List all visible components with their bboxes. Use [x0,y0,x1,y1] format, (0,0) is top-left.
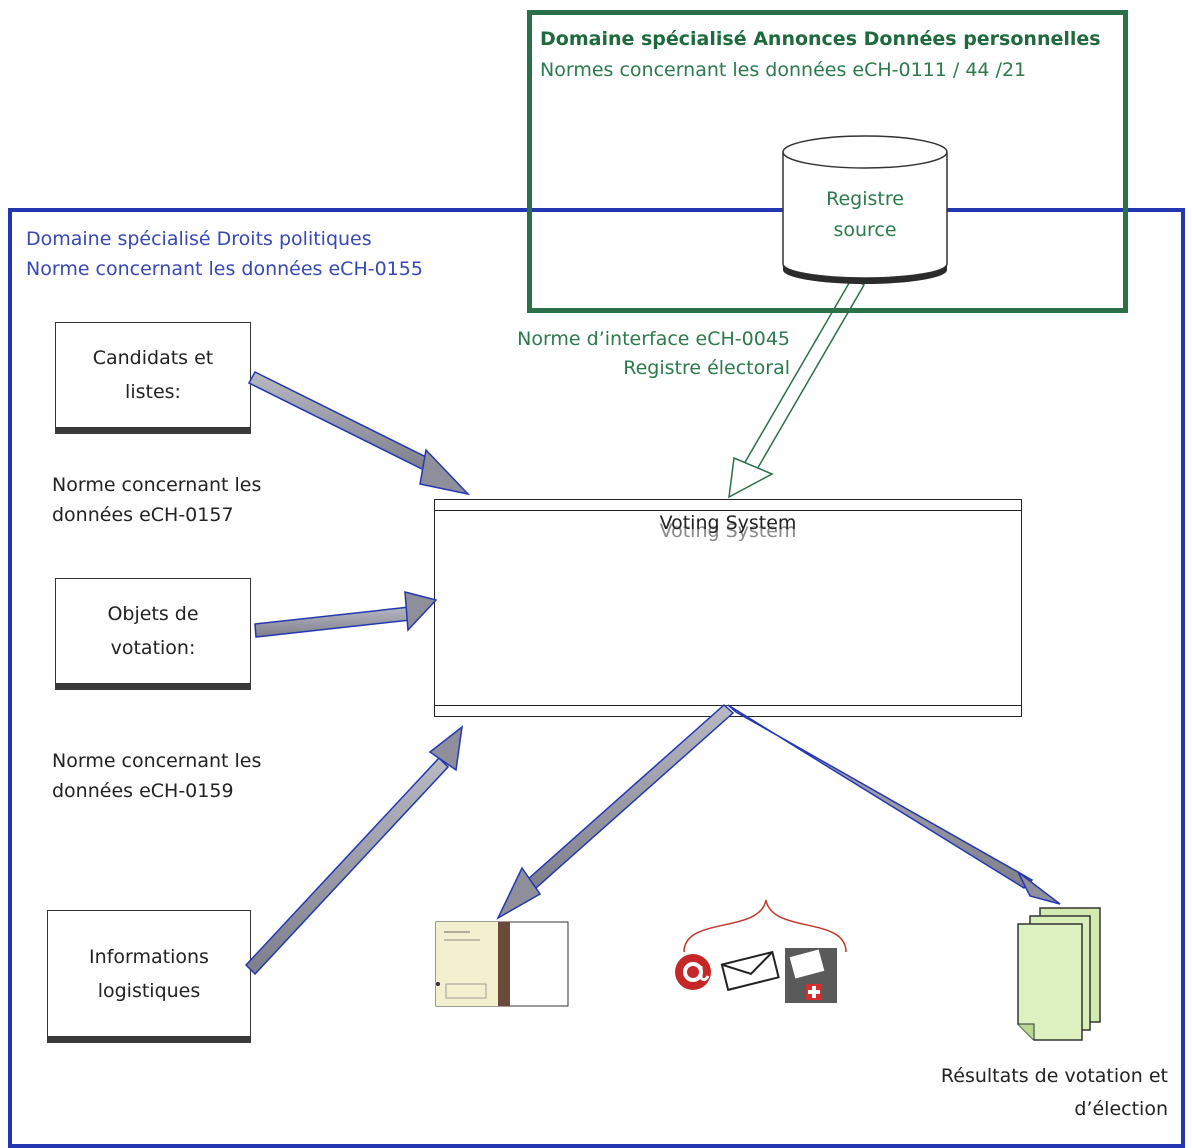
register-source-cylinder [782,135,948,284]
personal-data-domain-title: Domaine spécialisé Annonces Données pers… [540,28,1101,50]
arrow-voting-to-results [727,704,1061,905]
logistics-info-line1: Informations [89,945,209,968]
candidates-lists-box: Candidats et listes: [55,322,251,428]
candidates-lists-line2: listes: [125,381,181,403]
logistics-info-line2: logistiques [97,979,201,1002]
interface-norm-label: Norme d’interface eCH-0045 Registre élec… [517,325,790,383]
norm-0159-line2: données eCH-0159 [52,780,234,802]
personal-data-domain-frame [527,10,1128,313]
political-rights-domain-norm: Norme concernant les données eCH-0155 [26,258,423,280]
candidates-lists-line1: Candidats et [92,347,214,369]
voting-objects-box: Objets de votation: [55,578,251,684]
interface-norm-line1: Norme d’interface eCH-0045 [517,328,790,350]
envelope-icon [720,950,780,992]
results-line2: d’élection [1074,1098,1168,1120]
norm-0157-line2: données eCH-0157 [52,504,234,526]
norm-0159-line1: Norme concernant les [52,750,262,772]
register-source-line1: Registre [826,188,904,210]
results-line1: Résultats de votation et [940,1065,1168,1087]
personal-data-domain-norm: Normes concernant les données eCH-0111 /… [540,59,1027,81]
voting-system-title-shadow: Voting System [659,520,797,542]
interface-norm-line2: Registre électoral [623,357,790,379]
arrow-logistics-to-voting [244,725,463,976]
arrow-candidates-to-voting [247,371,471,496]
norm-0157-label: Norme concernant les données eCH-0157 [52,470,261,530]
result-pages-icon [1017,907,1101,1041]
register-source-line2: source [833,219,897,241]
channels-brace-icon [683,899,847,953]
norm-0157-line1: Norme concernant les [52,474,262,496]
arrow-objects-to-voting [254,591,438,638]
voting-system-title: Voting System [659,512,797,534]
arrow-voting-to-ballot [496,703,735,920]
voting-objects-line2: votation: [110,637,196,659]
logistics-info-box: Informations logistiques [47,910,251,1037]
voting-objects-line1: Objets de [107,603,199,625]
results-label: Résultats de votation et d’élection [941,1060,1168,1126]
norm-0159-label: Norme concernant les données eCH-0159 [52,746,261,806]
ballot-document-icon [435,921,569,1007]
political-rights-domain-title: Domaine spécialisé Droits politiques [26,228,372,250]
register-source-label: Registre source [783,184,947,246]
voting-system-box: Voting System Voting System [434,499,1022,717]
at-sign-icon [675,954,711,990]
ballot-box-icon [785,948,837,1003]
